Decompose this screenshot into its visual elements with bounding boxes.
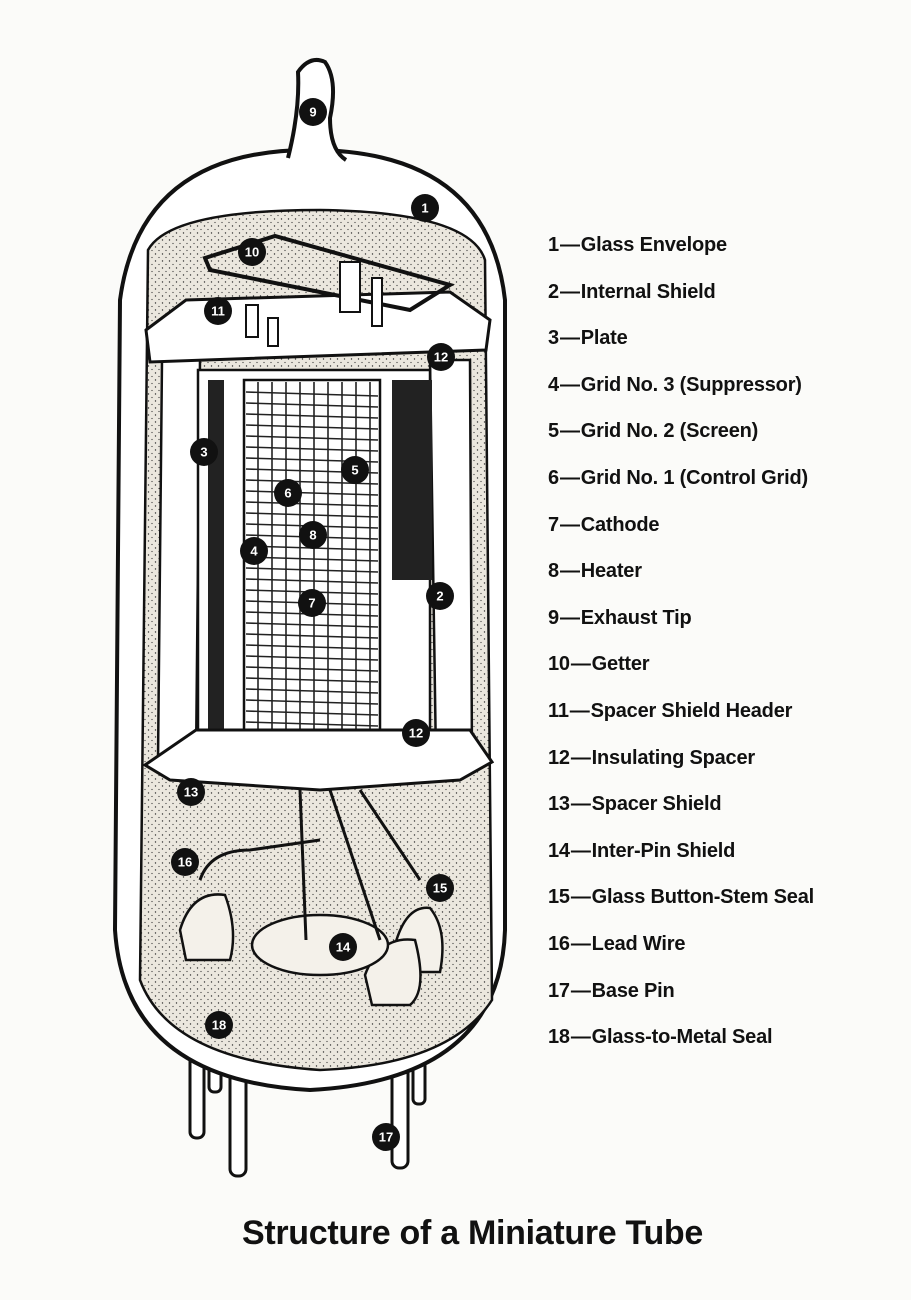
legend-item: 7—Cathode [548,513,660,536]
callout-marker [205,1011,233,1039]
callout-markers: 9 1 10 11 12 3 5 6 8 4 7 2 12 13 16 15 14 18 17 [171,98,455,1151]
legend-item: 12—Insulating Spacer [548,746,755,769]
lead-wires [198,789,422,941]
callout-marker [240,537,268,565]
callout-marker [426,582,454,610]
legend-item: 11—Spacer Shield Header [548,699,793,722]
callout-number: 6 [284,486,291,501]
callout-marker [298,589,326,617]
callout-marker [190,438,218,466]
legend-item: 17—Base Pin [548,979,675,1002]
callout-marker [426,874,454,902]
legend-item: 9—Exhaust Tip [548,606,692,629]
callout-marker [329,933,357,961]
legend-item: 6—Grid No. 1 (Control Grid) [548,466,808,489]
callout-number: 16 [178,855,192,870]
callout-marker [402,719,430,747]
callout-marker [204,297,232,325]
callout-marker [238,238,266,266]
legend: 1—Glass Envelope 2—Internal Shield 3—Pla… [548,228,814,1067]
callout-marker [177,778,205,806]
figure-caption: Structure of a Miniature Tube [241,1214,704,1252]
callout-marker [299,98,327,126]
getter [202,233,455,313]
callout-marker [411,194,439,222]
callout-number: 14 [336,940,351,955]
callout-number: 15 [433,881,447,896]
callout-number: 3 [200,445,207,460]
legend-item: 13—Spacer Shield [548,793,722,816]
legend-item: 15—Glass Button-Stem Seal [548,886,814,909]
callout-marker [299,521,327,549]
callout-marker [341,456,369,484]
grid-cage [242,378,382,762]
legend-item: 4—Grid No. 3 (Suppressor) [548,373,802,396]
legend-item: 16—Lead Wire [548,932,686,955]
callout-number: 17 [379,1130,393,1145]
legend-item: 18—Glass-to-Metal Seal [548,1026,773,1049]
legend-item: 5—Grid No. 2 (Screen) [548,420,759,443]
callout-number: 1 [421,201,428,216]
legend-item: 14—Inter-Pin Shield [548,839,736,862]
callout-number: 13 [184,785,198,800]
callout-number: 12 [409,726,423,741]
callout-number: 18 [212,1018,226,1033]
callout-number: 2 [436,589,443,604]
support-posts [245,261,383,347]
callout-number: 4 [250,544,258,559]
callout-marker [427,343,455,371]
callout-number: 7 [308,596,315,611]
callout-number: 10 [245,245,259,260]
callout-number: 11 [211,304,225,319]
callout-marker [274,479,302,507]
legend-item: 3—Plate [548,327,628,350]
callout-number: 9 [309,105,316,120]
callout-number: 12 [434,350,448,365]
callout-marker [171,848,199,876]
legend-item: 2—Internal Shield [548,280,716,303]
stem-seals [178,893,444,1007]
callout-number: 5 [351,463,358,478]
legend-item: 8—Heater [548,560,642,583]
callout-marker [372,1123,400,1151]
legend-item: 10—Getter [548,653,650,676]
callout-number: 8 [309,528,316,543]
legend-item: 1—Glass Envelope [548,234,727,256]
